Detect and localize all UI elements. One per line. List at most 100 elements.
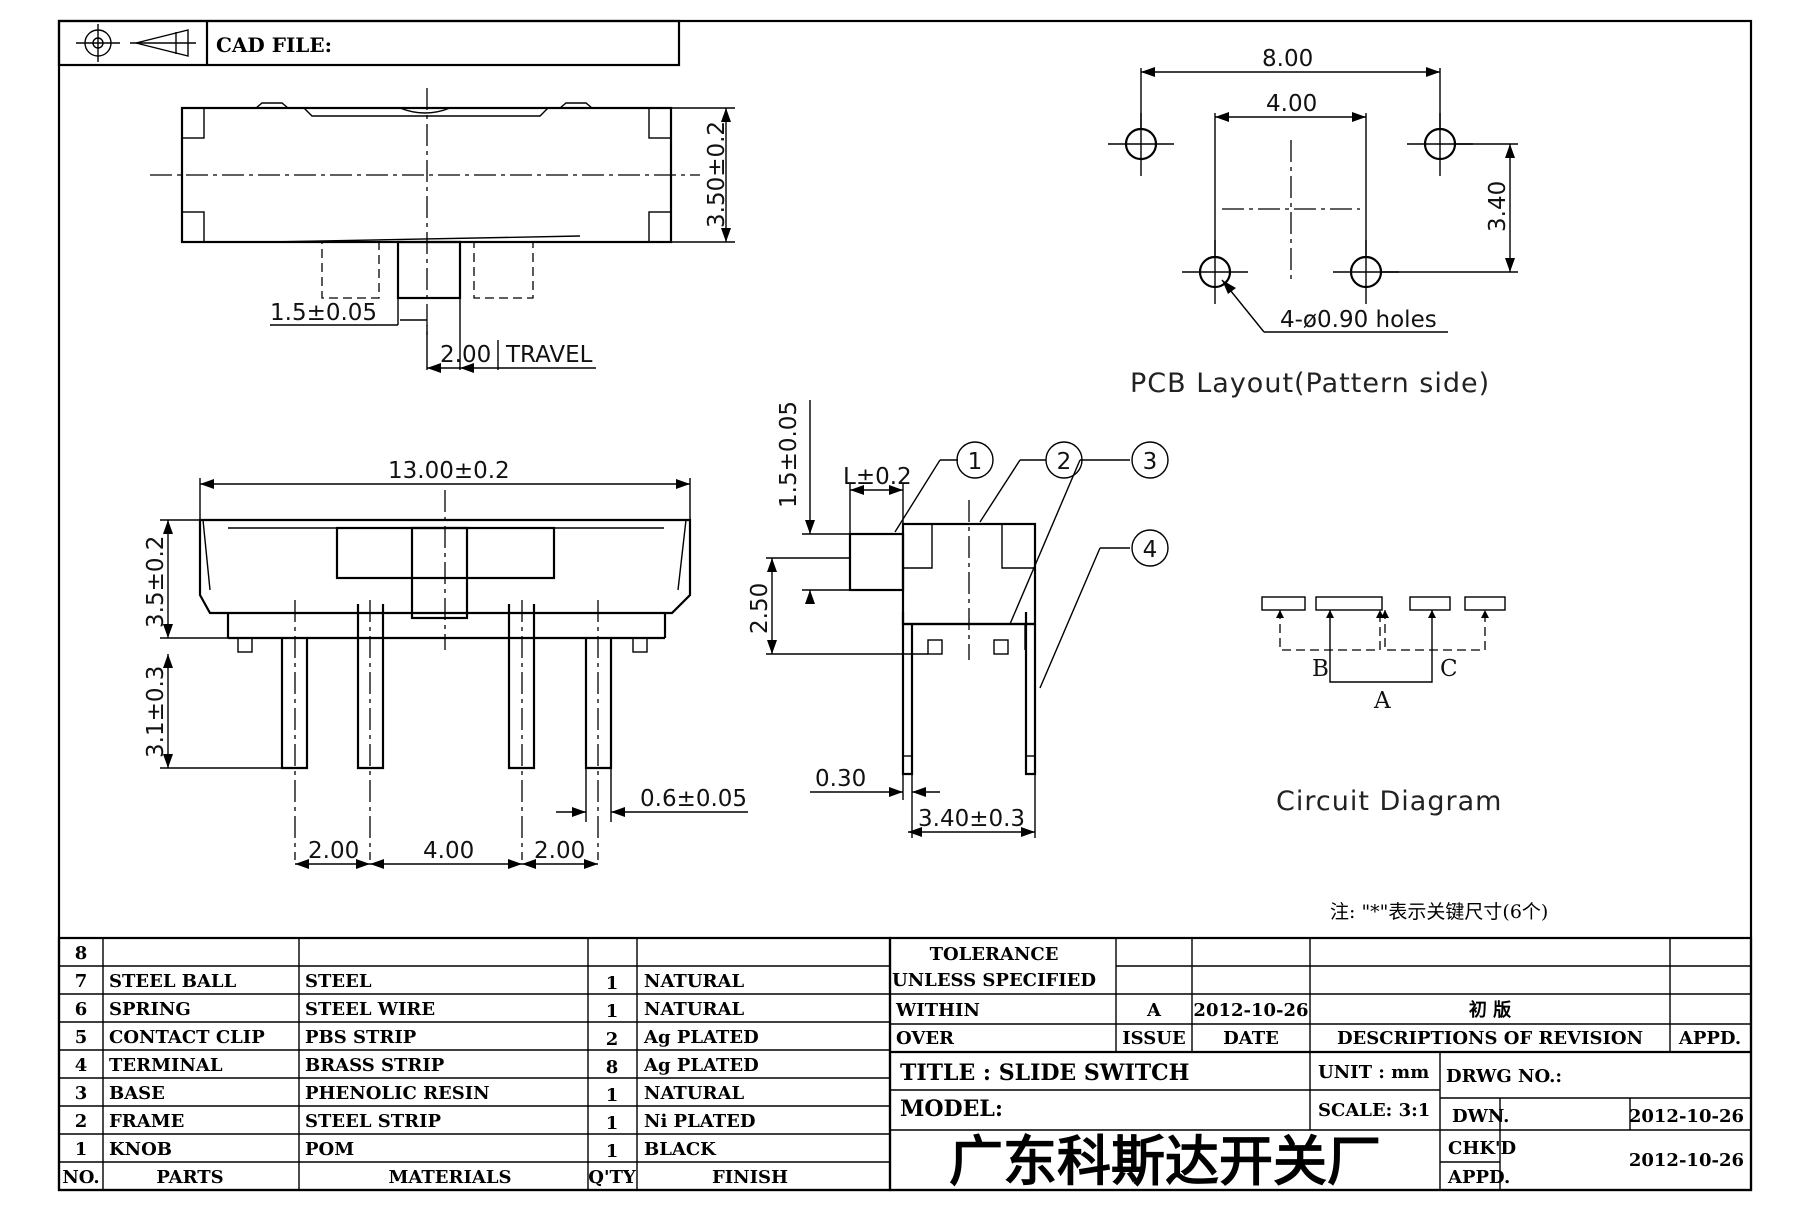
drawing-title: TITLE : SLIDE SWITCH: [900, 1060, 1189, 1086]
svg-text:CONTACT CLIP: CONTACT CLIP: [109, 1027, 265, 1048]
svg-text:1: 1: [75, 1139, 88, 1160]
svg-text:8: 8: [606, 1057, 619, 1078]
front-pin: [507, 604, 536, 770]
issue-header: ISSUE: [1122, 1028, 1185, 1049]
dim-side-pin-span: 3.40±0.3: [918, 806, 1025, 832]
appd-label: APPD.: [1447, 1167, 1510, 1188]
svg-text:Ag PLATED: Ag PLATED: [643, 1055, 759, 1076]
svg-text:Q'TY: Q'TY: [588, 1167, 637, 1188]
top-view: 3.50±0.2 1.5±0.05 2.00 TRAVEL: [150, 88, 735, 373]
drwg-no-label: DRWG NO.:: [1446, 1066, 1562, 1087]
tolerance-label: TOLERANCE: [930, 944, 1059, 965]
dim-front-middle: 4.00: [423, 838, 474, 864]
svg-text:5: 5: [75, 1027, 88, 1048]
svg-text:MATERIALS: MATERIALS: [388, 1167, 511, 1188]
svg-text:KNOB: KNOB: [109, 1139, 172, 1160]
side-pin: [901, 612, 914, 776]
parts-row: 6 SPRING STEEL WIRE 1 NATURAL: [75, 999, 745, 1022]
over-label: OVER: [896, 1028, 955, 1049]
front-pin: [280, 638, 309, 770]
parts-row: 1 KNOB POM 1 BLACK: [75, 1139, 717, 1162]
parts-row: 5 CONTACT CLIP PBS STRIP 2 Ag PLATED: [75, 1027, 759, 1050]
side-view: 1.5±0.05 L±0.2 2.50 0.30 3.40±0.3 1: [747, 400, 1169, 838]
title-block: TOLERANCE UNLESS SPECIFIED WITHIN OVER A…: [888, 936, 1753, 1193]
svg-text:SPRING: SPRING: [109, 999, 191, 1020]
chkd-date: 2012-10-26: [1629, 1150, 1744, 1171]
unless-specified-label: UNLESS SPECIFIED: [892, 970, 1096, 991]
svg-text:STEEL BALL: STEEL BALL: [109, 971, 237, 992]
svg-text:2: 2: [75, 1111, 88, 1132]
dim-side-body: 2.50: [747, 583, 773, 634]
parts-row: 7 STEEL BALL STEEL 1 NATURAL: [75, 971, 745, 994]
front-view: 13.00±0.2 3.5±0.2 3.1±0.3 0.6±0.05 2.00 …: [143, 458, 748, 869]
company-name: 广东科斯达开关厂: [949, 1130, 1381, 1193]
date-header: DATE: [1223, 1028, 1279, 1049]
svg-text:NO.: NO.: [62, 1167, 99, 1188]
dim-front-pin-length: 3.1±0.3: [143, 666, 169, 758]
revision-issue: A: [1146, 1000, 1162, 1021]
description-header: DESCRIPTIONS OF REVISION: [1337, 1028, 1643, 1049]
svg-text:3: 3: [1143, 449, 1158, 475]
svg-text:Ag PLATED: Ag PLATED: [643, 1027, 759, 1048]
svg-text:FINISH: FINISH: [712, 1167, 788, 1188]
dim-side-knob-length: L±0.2: [843, 464, 912, 490]
callout-1: 1: [956, 441, 994, 479]
svg-text:BASE: BASE: [109, 1083, 165, 1104]
model-label: MODEL:: [900, 1096, 1003, 1122]
side-pin: [1024, 612, 1037, 776]
svg-text:1: 1: [606, 973, 619, 994]
parts-table: 8 7 STEEL BALL STEEL 1 NATURAL 6 SPRING …: [57, 936, 892, 1192]
circuit-label-c: C: [1440, 656, 1458, 682]
dim-pcb-inner: 4.00: [1266, 91, 1317, 117]
dim-front-pin-width: 0.6±0.05: [640, 786, 747, 812]
dim-pcb-height: 3.40: [1485, 181, 1511, 232]
svg-text:NATURAL: NATURAL: [644, 999, 744, 1020]
svg-text:NATURAL: NATURAL: [644, 1083, 744, 1104]
dim-side-pin-thickness: 0.30: [815, 766, 866, 792]
svg-text:6: 6: [75, 999, 88, 1020]
chkd-label: CHK'D: [1448, 1138, 1516, 1159]
pcb-layout-caption: PCB Layout(Pattern side): [1130, 368, 1490, 399]
dim-pcb-holes: 4-ø0.90 holes: [1280, 307, 1437, 333]
dim-front-right: 2.00: [534, 838, 585, 864]
svg-text:STEEL STRIP: STEEL STRIP: [305, 1111, 442, 1132]
svg-text:3: 3: [75, 1083, 88, 1104]
dim-travel-value: 2.00: [440, 342, 491, 368]
svg-text:POM: POM: [305, 1139, 354, 1160]
svg-text:1: 1: [606, 1141, 619, 1162]
svg-text:2: 2: [606, 1029, 619, 1050]
dim-pcb-width: 8.00: [1262, 46, 1313, 72]
front-pin: [356, 604, 385, 770]
svg-text:Ni PLATED: Ni PLATED: [644, 1111, 755, 1132]
circuit-diagram: B C A Circuit Diagram: [1261, 596, 1506, 817]
svg-text:BRASS STRIP: BRASS STRIP: [305, 1055, 445, 1076]
svg-text:PBS STRIP: PBS STRIP: [305, 1027, 417, 1048]
svg-text:4: 4: [1143, 537, 1158, 563]
key-dimension-note: 注: "*"表示关键尺寸(6个): [1330, 901, 1548, 923]
callout-4: 4: [1131, 529, 1169, 567]
dim-top-pitch: 1.5±0.05: [270, 300, 377, 326]
parts-row: 3 BASE PHENOLIC RESIN 1 NATURAL: [75, 1083, 745, 1106]
pcb-layout: 8.00 4.00 3.40 4-ø0.90 holes PCB Layout(…: [1108, 46, 1518, 399]
svg-text:PHENOLIC RESIN: PHENOLIC RESIN: [305, 1083, 490, 1104]
callout-2: 2: [1045, 441, 1083, 479]
svg-text:STEEL: STEEL: [305, 971, 372, 992]
parts-row: 4 TERMINAL BRASS STRIP 8 Ag PLATED: [75, 1055, 759, 1078]
within-label: WITHIN: [895, 1000, 980, 1021]
svg-text:4: 4: [75, 1055, 88, 1076]
unit-label: UNIT : mm: [1318, 1062, 1429, 1083]
circuit-label-a: A: [1373, 688, 1391, 714]
circuit-caption: Circuit Diagram: [1276, 786, 1502, 817]
svg-text:1: 1: [606, 1085, 619, 1106]
svg-text:7: 7: [75, 971, 88, 992]
svg-text:8: 8: [75, 943, 88, 964]
revision-date: 2012-10-26: [1193, 1000, 1308, 1021]
appd-header: APPD.: [1678, 1028, 1741, 1049]
dim-side-knob-height: 1.5±0.05: [776, 401, 802, 508]
cad-file-label: CAD FILE:: [216, 33, 332, 57]
svg-text:STEEL WIRE: STEEL WIRE: [305, 999, 435, 1020]
svg-text:NATURAL: NATURAL: [644, 971, 744, 992]
svg-text:PARTS: PARTS: [156, 1167, 223, 1188]
svg-text:FRAME: FRAME: [109, 1111, 184, 1132]
